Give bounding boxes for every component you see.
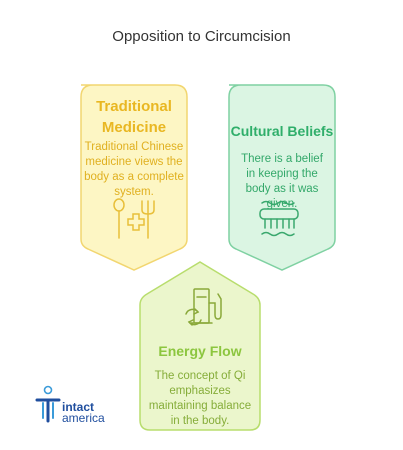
intact-america-logo-icon — [35, 385, 61, 423]
card-text-cultural-beliefs: There is a belief in keeping the body as… — [241, 153, 323, 210]
logo-line-1: intact — [62, 400, 95, 414]
traditional-medicine-card — [80, 84, 188, 271]
diagram-title: Opposition to Circumcision — [112, 28, 291, 45]
card-text-traditional-medicine: Traditional Chinese medicine views the b… — [84, 141, 184, 198]
logo-line-2: america — [62, 411, 105, 425]
card-text-energy-flow: The concept of Qi emphasizes maintaining… — [148, 370, 252, 427]
energy-station-icon — [185, 288, 222, 326]
cultural-artifact-icon — [259, 200, 299, 237]
energy-flow-card — [139, 261, 261, 431]
cultural-beliefs-card — [228, 84, 336, 271]
card-title-traditional-medicine: Traditional Medicine — [96, 98, 172, 136]
herbal-medicine-icon — [113, 198, 155, 239]
card-title-energy-flow: Energy Flow — [158, 343, 242, 359]
card-title-cultural-beliefs: Cultural Beliefs — [230, 123, 334, 139]
logo-text: intact america — [62, 400, 105, 425]
